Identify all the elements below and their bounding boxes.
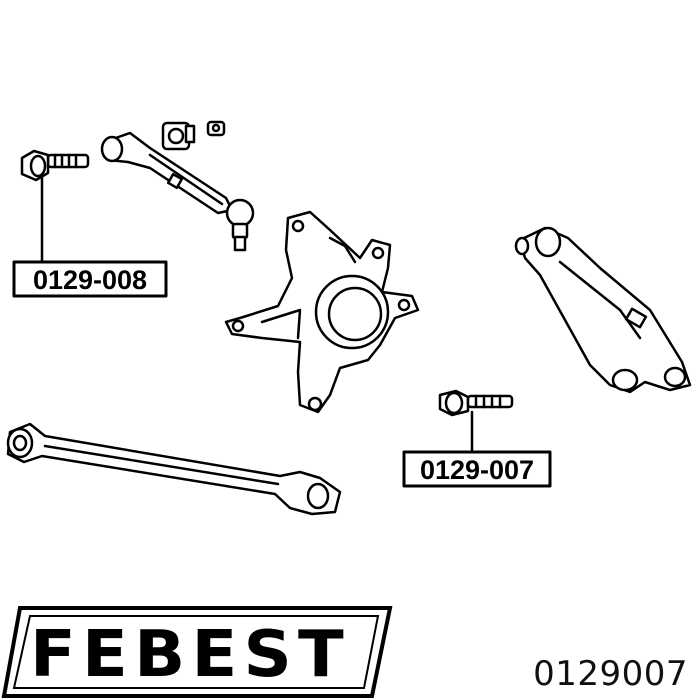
callout-label-008: 0129-008 — [33, 265, 147, 295]
febest-logo: FEBEST — [1, 606, 393, 698]
ball-joint — [225, 198, 255, 252]
bushing-part — [161, 121, 196, 151]
steering-knuckle — [224, 210, 420, 414]
callout-box-007 — [402, 450, 552, 488]
part-number: 0129007 — [533, 654, 688, 694]
upper-control-arm — [100, 131, 234, 215]
adjusting-bolt-lower — [438, 389, 514, 417]
brand-name: FEBEST — [30, 618, 350, 692]
nut-part — [206, 120, 226, 137]
callout-box-008 — [12, 260, 168, 298]
adjusting-bolt-upper — [20, 149, 90, 182]
lateral-link — [6, 422, 342, 516]
callout-label-007: 0129-007 — [420, 455, 534, 485]
lower-trailing-arm — [514, 226, 692, 394]
